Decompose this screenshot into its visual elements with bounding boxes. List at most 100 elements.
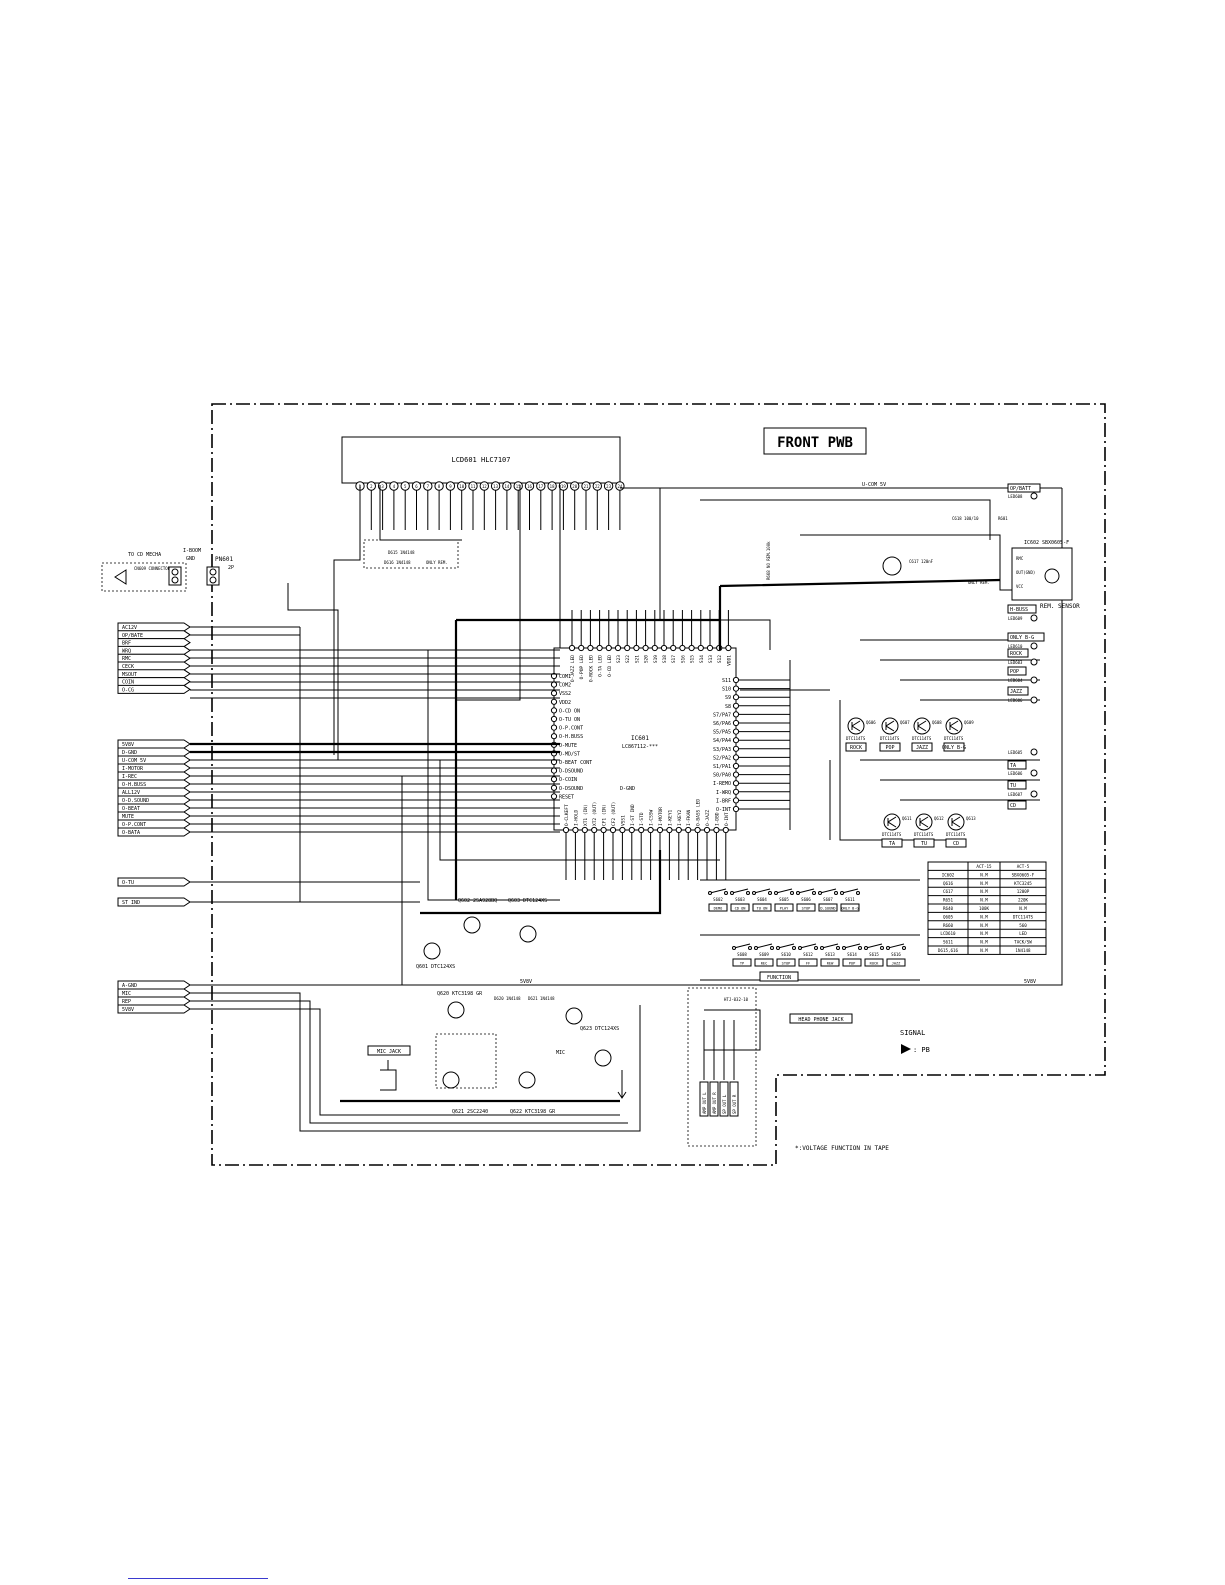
lcd-pin-number: 9 <box>449 484 452 489</box>
ic601-bottom-pin-label: I-MOTOR <box>658 807 664 826</box>
ic601-top-pin-label: S21 <box>634 655 640 663</box>
ic601-right-pin-label: S5/PA5 <box>713 730 731 736</box>
ic601-top-pin <box>697 644 704 652</box>
switch-function-label: JAZZ <box>892 962 901 966</box>
ic601-bottom-pin-label: VSS1 <box>620 815 626 826</box>
switch-contact <box>768 891 772 895</box>
transistor-function-label: CD <box>953 841 959 847</box>
transistor-icon <box>947 813 965 831</box>
board-title: FRONT PWB <box>777 435 853 451</box>
driver-q2: Q602 2SA928BQ <box>458 898 497 904</box>
cd-mecha-connector: TO CD MECHA CN609 CONNECTOR A I-BOOM GND… <box>101 548 234 592</box>
ic601-bottom-pin-label: O-BASS LED <box>696 799 702 826</box>
transistor-function-label: TU <box>921 841 927 847</box>
ic601-left-pin <box>550 698 558 705</box>
transistor-ref: Q608 <box>932 720 942 725</box>
switch-contact <box>842 946 846 950</box>
switch-icon <box>865 943 883 949</box>
switch-ref: S613 <box>825 952 835 957</box>
signal-tag-label: I-MOTOR <box>122 766 144 772</box>
ic601-top-pin <box>670 644 677 652</box>
ic601-bottom-pin <box>628 826 635 834</box>
transistor-part: DTC114TS <box>846 736 866 741</box>
switch-ref: S607 <box>823 897 833 902</box>
switch-contact <box>748 946 752 950</box>
footer-link-underline[interactable] <box>128 1578 268 1579</box>
ic601-bottom-pin-label: O-JAZZ <box>705 809 711 826</box>
variant-table-cell: R651 <box>943 898 954 903</box>
ic601-right-pin-label: S3/PA3 <box>713 747 731 753</box>
led-icon <box>1030 614 1038 622</box>
lcd-pin-number: 14 <box>504 484 509 489</box>
ic601-bottom-pin <box>703 826 711 834</box>
switch-ref: S608 <box>737 952 747 957</box>
signal-tag-label: COIN <box>122 680 134 686</box>
led-tag-label: POP <box>1010 669 1019 675</box>
ic601-top-pin <box>614 644 622 652</box>
mic-mic-label: MIC <box>556 1050 565 1056</box>
signal-tag-label: A-GND <box>122 983 137 989</box>
variant-table-cell: N.M <box>980 923 988 928</box>
switch-ref: S604 <box>757 897 767 902</box>
switch-ref: S603 <box>735 897 745 902</box>
ic601-right-pin-label: S2/PA2 <box>713 755 731 761</box>
ic601-top-pin <box>568 644 576 652</box>
headphone-output-label: SP OUT L <box>722 1094 727 1114</box>
ic601-right-pin <box>732 711 740 718</box>
ic601-left-pin-label: O-MD/ST <box>559 751 580 757</box>
headphone-output-tag <box>729 1081 739 1117</box>
signal-tag <box>117 980 191 990</box>
switch-function-label: REC <box>761 962 768 966</box>
bus-label-2: D-GND <box>620 786 635 792</box>
ic601-top-pin-label: S12 <box>717 655 723 663</box>
sensor-ref: IC602 <box>1024 540 1039 546</box>
variant-table-cell: N.M <box>980 931 988 936</box>
switch-icon <box>887 943 905 949</box>
variant-table-cell: N.M <box>980 872 988 877</box>
mic-jack-label: MIC JACK <box>377 1049 401 1055</box>
led-icon <box>1030 748 1038 756</box>
transistor-ref: Q607 <box>900 720 910 725</box>
ic601-top-pin <box>706 644 714 652</box>
switch-function-label: POP <box>849 962 856 966</box>
signal-tag-label: WRQ <box>122 648 131 654</box>
transistor-icon <box>883 813 901 831</box>
variant-table-cell: C617 <box>943 889 954 894</box>
ic601-bottom-pin-label: O-INT <box>724 812 730 826</box>
variant-table-cell: N.M <box>980 914 988 919</box>
ic601-top-pin <box>578 644 585 652</box>
ic601-left-pin-label: O-MUTE <box>559 743 577 749</box>
variant-table-cell: N.M <box>980 940 988 945</box>
led-tag-label: TU <box>1010 783 1016 789</box>
ic601-bottom-pin-label: I-CSSW <box>649 809 655 826</box>
ic601-left-pin-label: O-DSOUND <box>559 769 583 775</box>
switch-function-tag <box>798 958 818 967</box>
ic601-top-pin <box>624 644 631 652</box>
ic601-left-pin-label: O-P.CONT <box>559 726 583 732</box>
ic601-bottom-pin <box>685 826 692 834</box>
diode-note-1: D615 1N4148 <box>388 550 415 555</box>
lcd-pin-number: 8 <box>438 484 441 489</box>
sensor-part: SBX0605-F <box>1042 540 1069 546</box>
signal-tag <box>117 779 191 789</box>
led-ref-label: LED608 <box>1008 494 1023 499</box>
variant-table-cell: S611 <box>943 940 954 945</box>
signal-tag-label: I-REC <box>122 774 137 780</box>
ic601-left-pin-label: O-BEAT CONT <box>559 760 592 766</box>
lcd-pin-number: 10 <box>459 484 464 489</box>
led-tag-label: CD <box>1010 803 1016 809</box>
switch-contact <box>820 946 824 950</box>
transistor-function-tag <box>845 742 867 752</box>
signal-tag-label: REP <box>122 999 131 1005</box>
switch-contact <box>776 946 780 950</box>
switch-icon <box>753 888 771 894</box>
ic601-right-pin-label: S4/PA4 <box>713 738 731 744</box>
function-label: FUNCTION <box>767 975 791 981</box>
switch-contact <box>746 891 750 895</box>
ic601-bottom-pin <box>666 826 673 834</box>
ic601-left-pin-label: O-DSOUND <box>559 786 583 792</box>
switch-contact <box>724 891 728 895</box>
ic601-left-pin-label: O-H.BUSS <box>559 734 583 740</box>
switch-icon <box>843 943 861 949</box>
